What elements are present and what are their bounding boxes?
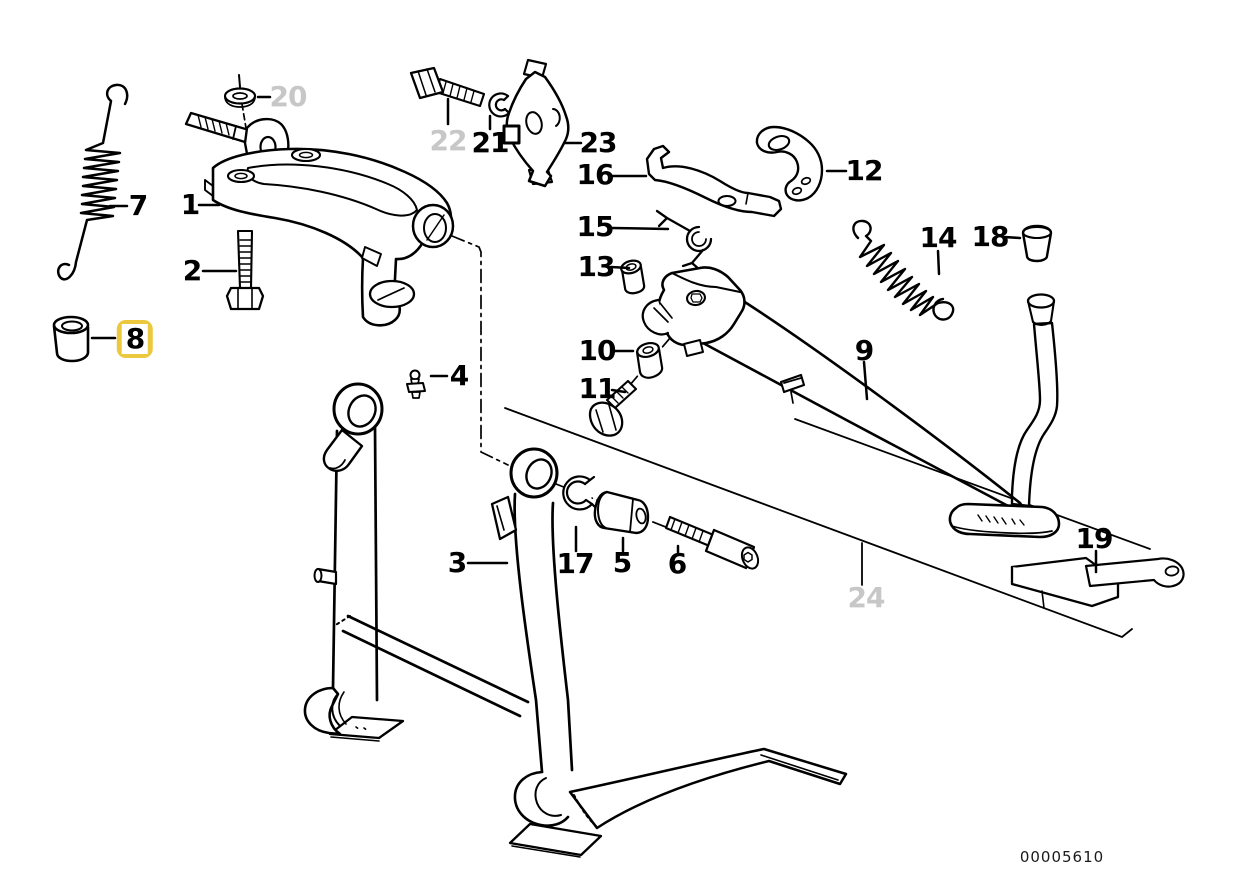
washer-top (223, 74, 257, 108)
rubber-cap (1021, 224, 1053, 263)
bushing-small-upper (620, 259, 646, 295)
bearing-bush (593, 490, 650, 535)
bushing-small-lower (635, 342, 664, 379)
return-spring-long (56, 83, 129, 281)
adjusting-bolt (588, 379, 638, 437)
socket-head-bolt-top (409, 66, 486, 108)
lock-washer (488, 92, 511, 118)
side-stand-spring (852, 219, 955, 321)
side-stand (641, 266, 1061, 539)
pivot-bolt (225, 229, 265, 311)
holder-bracket (755, 125, 824, 202)
socket-head-bolt-lower (664, 515, 760, 570)
holding-plate (502, 58, 570, 188)
circlip (562, 475, 598, 511)
stand-pivot-bracket (184, 111, 455, 327)
center-stand-left-leg (303, 382, 530, 742)
foot-plate-bracket (1010, 556, 1185, 609)
leader-lines (90, 95, 1098, 586)
torsion-spring (655, 209, 713, 272)
stand-rubber-buffer (52, 315, 90, 363)
center-stand-right-leg (490, 447, 848, 858)
frame-reference-lines (504, 407, 1151, 638)
grease-nipple (406, 369, 426, 399)
diagram-number: 00005610 (1019, 848, 1105, 866)
stop-bracket (645, 144, 783, 218)
